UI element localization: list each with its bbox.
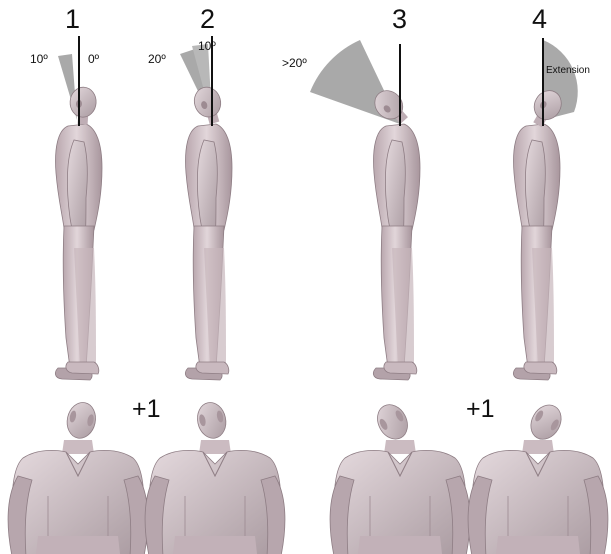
panel-3-angle-label: >20º [282, 57, 307, 69]
front-figure-3 [330, 399, 470, 554]
panel-2-angle-label-b: 10º [198, 40, 216, 52]
modifier-right: +1 [466, 397, 495, 422]
panel-4-figure [513, 38, 577, 380]
panel-4-number: 4 [532, 6, 547, 33]
modifier-left: +1 [132, 397, 161, 422]
panel-1-figure [55, 36, 102, 380]
front-figure-1 [8, 400, 148, 554]
panel-1-number: 1 [65, 6, 80, 33]
panel-2-angle-label-a: 20º [148, 53, 166, 65]
panel-3-number: 3 [392, 6, 407, 33]
panel-1-angle-label-a: 10º [30, 53, 48, 65]
panel-3-figure [310, 40, 420, 380]
front-figure-2 [145, 400, 285, 554]
panel-2-number: 2 [200, 6, 215, 33]
panel-1-angle-label-b: 0º [88, 53, 99, 65]
panel-2-figure [180, 36, 232, 380]
panel-4-extension-label: Extension [546, 66, 590, 76]
